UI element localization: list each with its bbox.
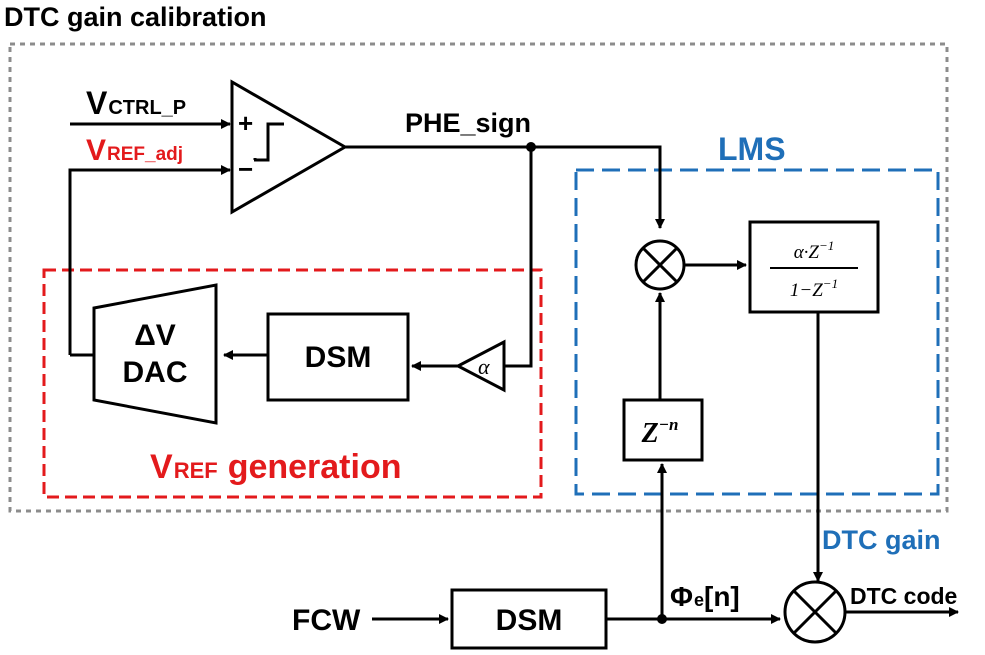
accumulator-numerator: α·Z−1 <box>794 238 835 263</box>
vref-adj-label: VREF_adj <box>86 134 183 167</box>
fcw-label: FCW <box>292 604 361 637</box>
dac-line2-label: DAC <box>123 356 188 389</box>
vref-generation-group-border <box>42 268 543 499</box>
delay-label: Z−n <box>641 415 679 449</box>
phe-sign-label: PHE_sign <box>405 108 531 138</box>
comparator-minus: − <box>238 154 253 184</box>
dtc-gain-label: DTC gain <box>822 525 941 555</box>
accumulator-denominator: 1−Z−1 <box>790 276 838 301</box>
lms-label: LMS <box>718 131 786 167</box>
comparator <box>230 79 349 215</box>
vref-adj-wire <box>68 165 231 355</box>
alpha-gain <box>454 339 506 393</box>
lms-multiplier-icon <box>641 246 679 284</box>
alpha-gain-label: α <box>478 354 490 379</box>
dsm-bottom-block <box>450 588 608 650</box>
dsm-bottom-label: DSM <box>496 604 563 637</box>
dsm-top-label: DSM <box>305 341 372 374</box>
comparator-plus: + <box>238 108 253 138</box>
hysteresis-icon <box>253 122 284 162</box>
delay-block <box>622 398 704 462</box>
dsm-top-block <box>266 312 410 402</box>
phe-sign-wire <box>345 145 665 229</box>
vctrl-label: VCTRL_P <box>86 85 186 121</box>
dtc-multiplier-icon <box>792 589 838 635</box>
phe-feedback-wire <box>504 147 533 368</box>
lms-group-border <box>574 168 940 496</box>
dac-block <box>92 283 218 425</box>
dac-line1-label: ΔV <box>134 319 176 352</box>
diagram-title: DTC gain calibration <box>4 2 267 32</box>
phi-label: Φe[n] <box>670 581 740 612</box>
dtc-code-label: DTC code <box>850 583 957 609</box>
calibration-group-border <box>8 42 949 513</box>
